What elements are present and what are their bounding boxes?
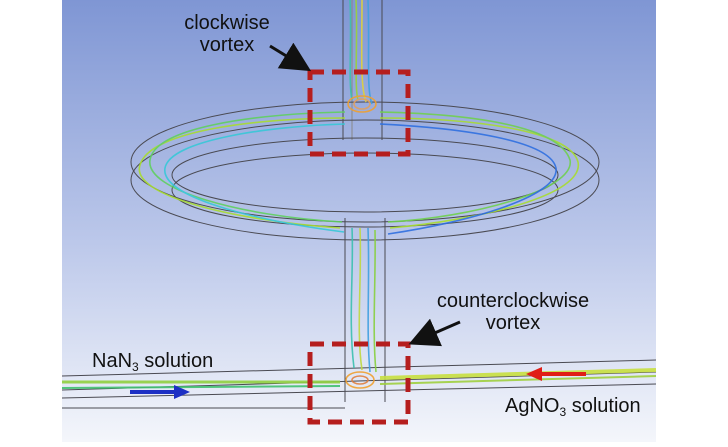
counterclockwise-callout-arrow: [408, 318, 461, 347]
clockwise-vortex-label: clockwise vortex: [184, 12, 270, 56]
counterclockwise-vortex-label: counterclockwise vortex: [436, 290, 590, 334]
nan3-flow-arrow: [130, 385, 190, 399]
counterclockwise-vortex-highlight-box: [307, 341, 411, 425]
channel-geometry: [61, 0, 657, 409]
clockwise-vortex-highlight-box: [307, 69, 411, 157]
agno3-solution-label: AgNO3 solution: [505, 395, 641, 419]
clockwise-callout-arrow: [269, 42, 312, 72]
streamlines: [61, 0, 657, 389]
agno3-flow-arrow: [526, 367, 586, 381]
nan3-solution-label: NaN3 solution: [92, 350, 214, 374]
